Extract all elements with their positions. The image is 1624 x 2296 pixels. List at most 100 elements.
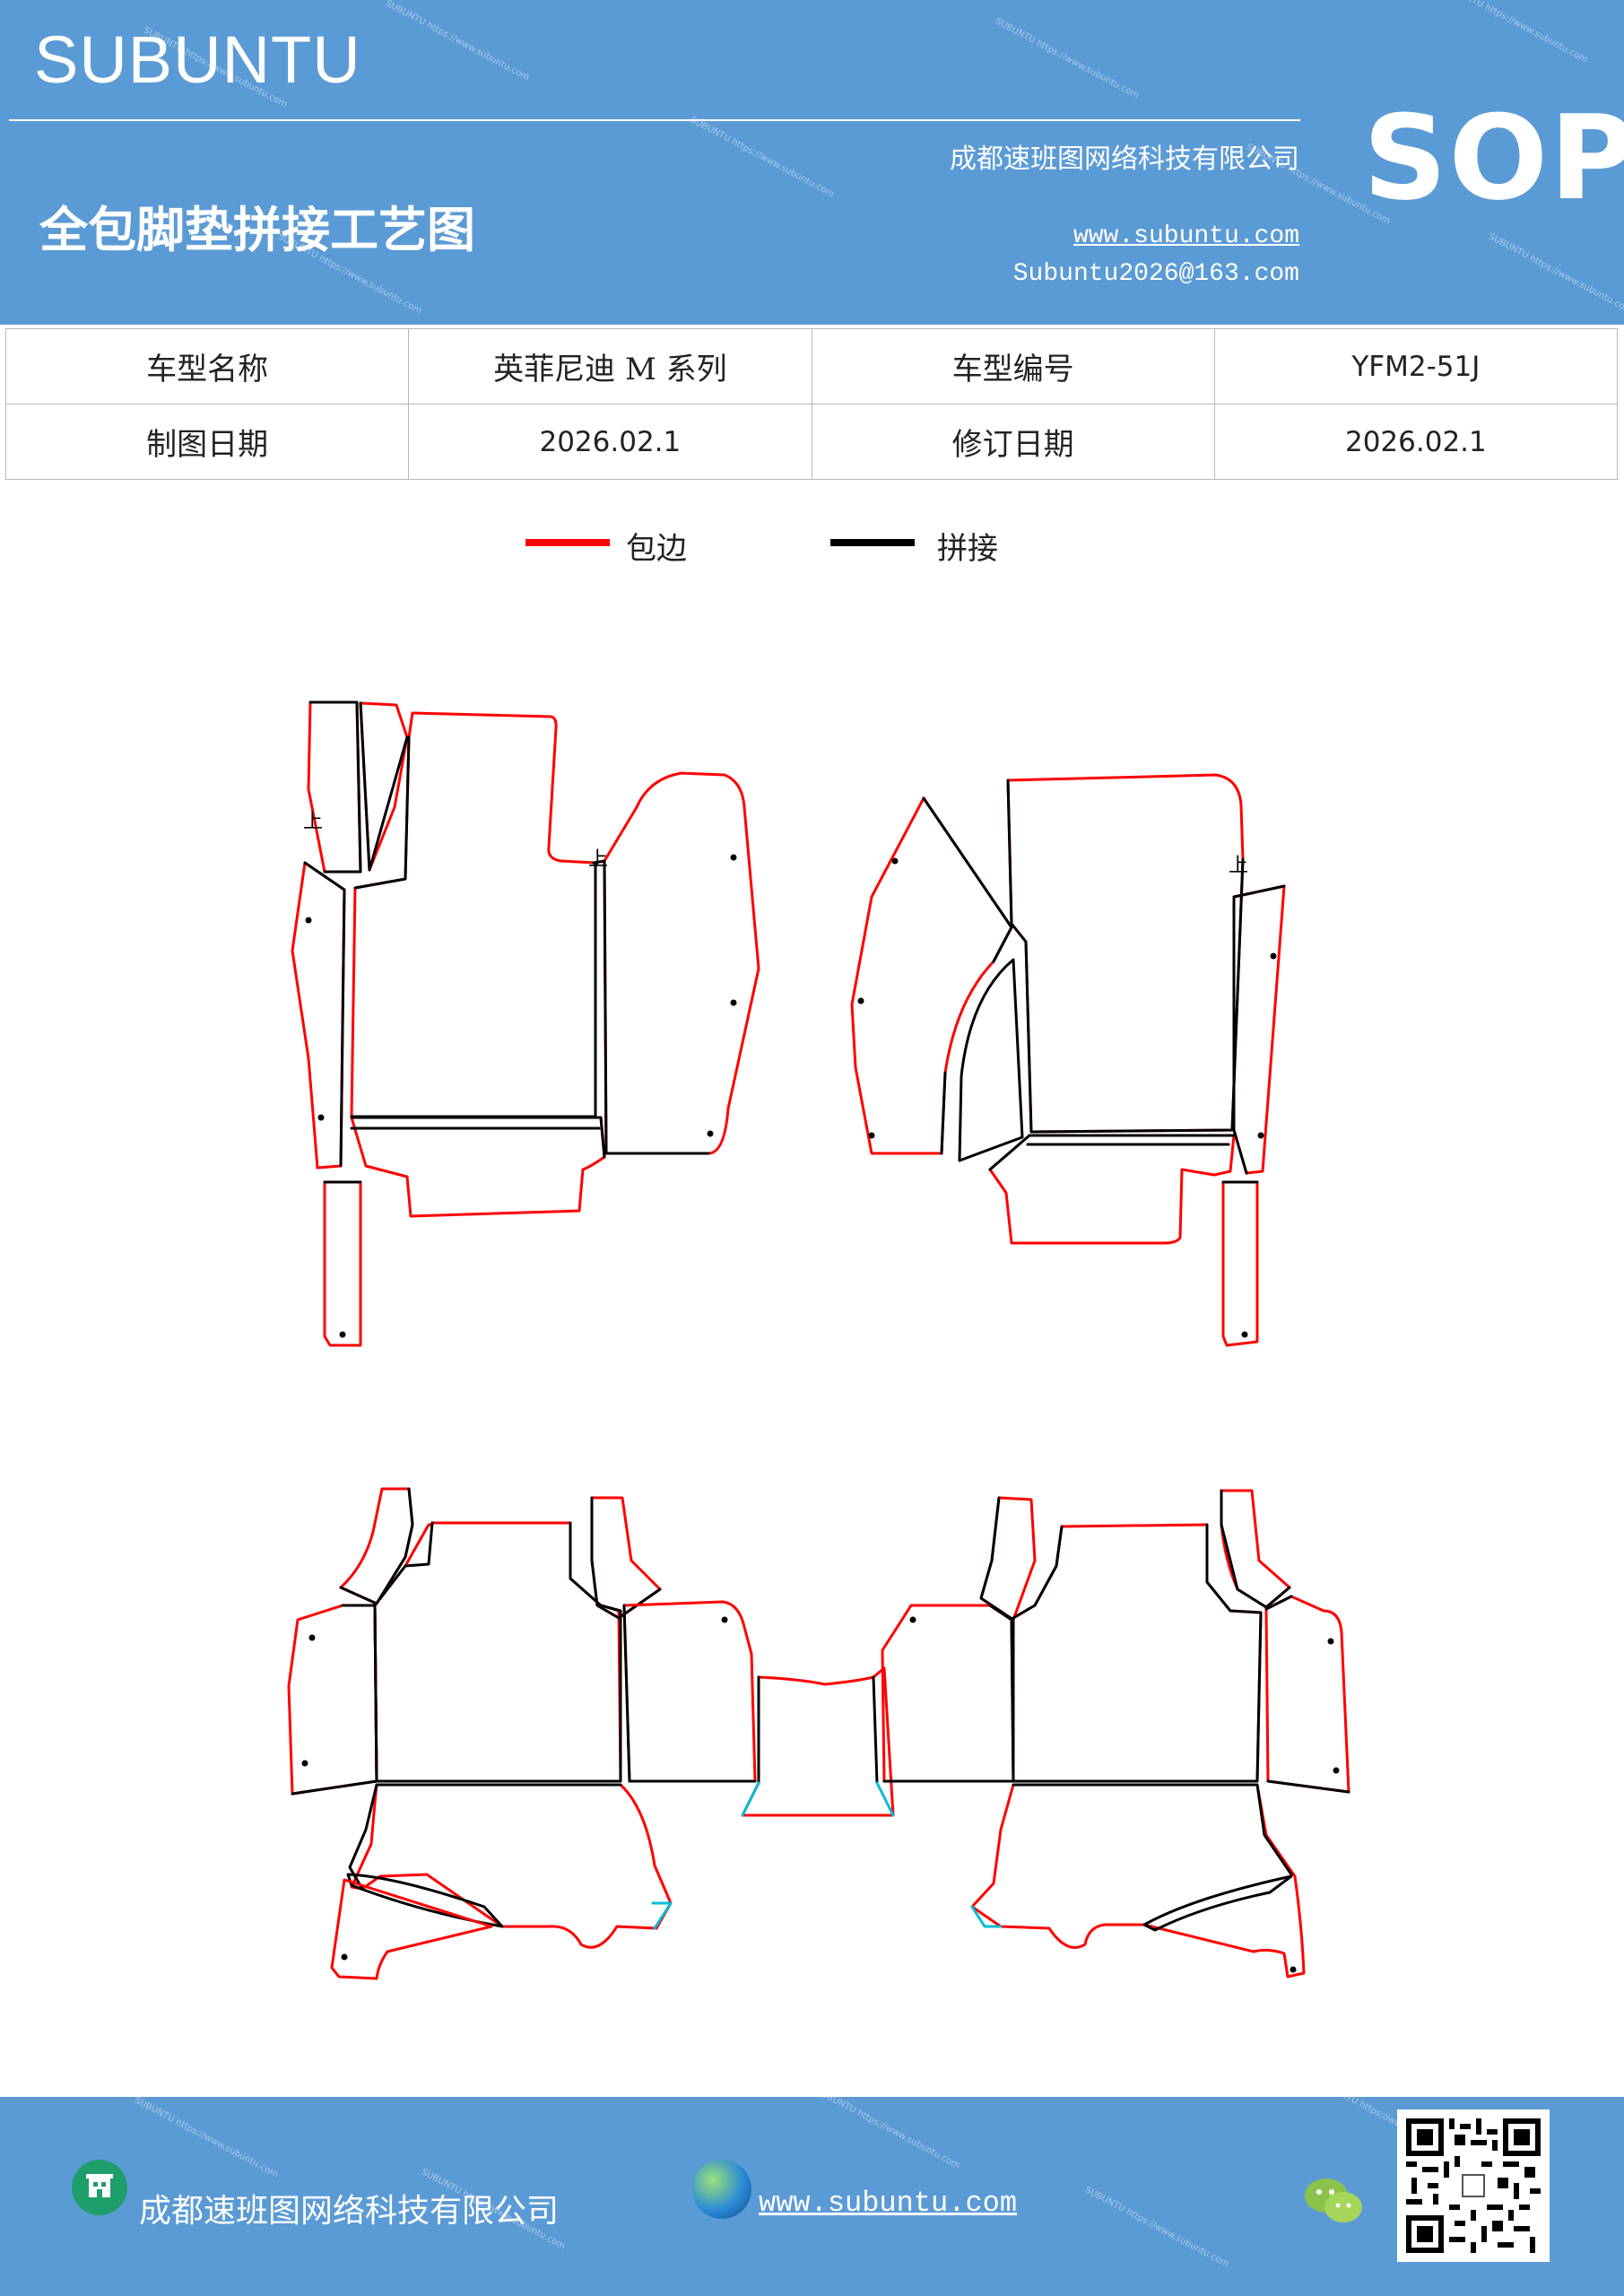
contact-email[interactable]: Subuntu2026@163.com — [1012, 260, 1299, 288]
seam-line — [882, 1604, 1015, 1783]
mat-piece — [1006, 773, 1245, 1134]
watermark: SUBUNTU https://www.subuntu.com — [688, 115, 837, 200]
grommet-hole — [857, 997, 864, 1004]
seam-line — [922, 796, 1013, 1155]
seam-swatch — [830, 539, 915, 546]
website-link[interactable]: www.subuntu.com — [1073, 222, 1299, 250]
company-name: 成都速班图网络科技有限公司 — [950, 144, 1299, 175]
model-code-value: YFM2-51J — [1213, 328, 1619, 404]
sop-badge: SOP — [1363, 90, 1624, 226]
seam-line — [988, 1134, 1236, 1171]
revision-date-value: 2026.02.1 — [1213, 404, 1619, 480]
watermark: SUBUNTU https://www.subuntu.com — [1441, 0, 1590, 65]
wechat-icon[interactable] — [1302, 2174, 1365, 2228]
mat-piece — [741, 1666, 895, 1817]
seam-line — [958, 958, 1024, 1162]
seam-line — [350, 735, 597, 1118]
page-title: 全包脚垫拼接工艺图 — [39, 201, 475, 258]
seam-line — [590, 1496, 662, 1620]
edge-swatch — [525, 539, 610, 546]
mat-piece — [287, 1604, 378, 1796]
seam-line — [346, 1873, 504, 1928]
drawing-date-label: 制图日期 — [4, 404, 410, 480]
orientation-marker: 上 — [588, 848, 608, 871]
mat-piece — [307, 700, 362, 874]
grommet-hole — [1333, 1767, 1340, 1774]
grommet-hole — [339, 1331, 346, 1338]
watermark: SUBUNTU https://www.subuntu.com — [813, 2097, 962, 2171]
seam-line — [1006, 778, 1245, 1134]
seam-line — [303, 861, 346, 1168]
seam-line — [592, 859, 710, 1155]
mat-piece — [988, 1134, 1236, 1245]
seam-line — [1220, 1489, 1291, 1609]
vehicle-info-table: 车型名称 英菲尼迪 M 系列 车型编号 YFM2-51J 制图日期 2026.0… — [4, 328, 1619, 480]
grommet-hole — [301, 1760, 308, 1767]
watermark: SUBUNTU https://www.subuntu.com — [383, 0, 532, 83]
watermark: SUBUNTU https://www.subuntu.com — [993, 16, 1142, 101]
seam-line — [348, 1783, 622, 1891]
model-name-label: 车型名称 — [4, 328, 410, 404]
seam-label: 拼接 — [937, 531, 998, 567]
mat-piece — [979, 1496, 1037, 1622]
qr-code — [1397, 2109, 1550, 2262]
grommet-hole — [868, 1132, 875, 1139]
grommet-hole — [1270, 952, 1277, 960]
mat-piece — [1012, 1523, 1263, 1783]
revision-date-label: 修订日期 — [811, 404, 1215, 480]
watermark: SUBUNTU https://www.subuntu.com — [1486, 231, 1624, 317]
grommet-hole — [891, 857, 899, 865]
floor-mat-pattern-drawing: 上 上 上 — [287, 700, 1350, 1980]
mat-piece — [970, 1783, 1306, 1979]
orientation-marker: 上 — [303, 811, 323, 833]
header-divider — [9, 119, 1300, 121]
grommet-hole — [1257, 1132, 1264, 1139]
seam-line — [622, 1604, 757, 1783]
model-code-label: 车型编号 — [811, 328, 1215, 404]
table-row: 制图日期 2026.02.1 修订日期 2026.02.1 — [4, 404, 1619, 480]
mat-piece — [291, 861, 346, 1170]
grommet-hole — [308, 1634, 316, 1641]
header-banner: SUBUNTU https://www.subuntu.com SUBUNTU … — [0, 0, 1624, 325]
seam-line — [339, 1487, 414, 1605]
seam-line — [359, 701, 409, 872]
seam-line — [308, 700, 362, 874]
globe-icon — [692, 2160, 751, 2219]
legend: 包边 拼接 — [0, 524, 1624, 569]
mat-piece — [850, 796, 1013, 1155]
mat-piece — [330, 1878, 493, 1980]
footer-company-name: 成都速班图网络科技有限公司 — [139, 2193, 560, 2230]
mat-piece — [339, 1487, 414, 1605]
grommet-hole — [305, 917, 312, 924]
watermark: SUBUNTU https://www.subuntu.com — [132, 2097, 281, 2180]
grommet-hole — [317, 1114, 325, 1121]
grommet-hole — [721, 1616, 728, 1623]
seam-line — [651, 1901, 673, 1930]
footer-banner: SUBUNTU https://www.subuntu.com SUBUNTU … — [0, 2097, 1624, 2296]
mat-piece — [373, 1521, 622, 1783]
grommet-hole — [1327, 1638, 1334, 1645]
mat-piece — [1221, 1180, 1259, 1347]
mat-piece — [590, 1496, 662, 1620]
mat-piece — [350, 711, 597, 1118]
grommet-hole — [341, 1953, 348, 1961]
seam-line — [757, 1675, 879, 1785]
seam-line — [741, 1781, 895, 1817]
seam-line — [291, 1604, 378, 1796]
grommet-hole — [1290, 1966, 1297, 1973]
seam-line — [373, 1521, 622, 1783]
mat-piece — [1220, 1489, 1291, 1609]
orientation-marker: 上 — [1229, 855, 1248, 877]
seam-line — [1264, 1595, 1350, 1794]
grommet-hole — [1241, 1331, 1248, 1338]
edge-label: 包边 — [626, 531, 687, 567]
seam-line — [1012, 1523, 1263, 1783]
brand-name: SUBUNTU — [34, 22, 361, 97]
grommet-hole — [730, 854, 737, 861]
footer-website-link[interactable]: www.subuntu.com — [759, 2187, 1018, 2220]
mat-piece — [1264, 1595, 1350, 1794]
seam-line — [1232, 884, 1286, 1175]
seam-line — [350, 1116, 606, 1159]
grommet-hole — [707, 1130, 714, 1137]
grommet-hole — [730, 999, 737, 1006]
